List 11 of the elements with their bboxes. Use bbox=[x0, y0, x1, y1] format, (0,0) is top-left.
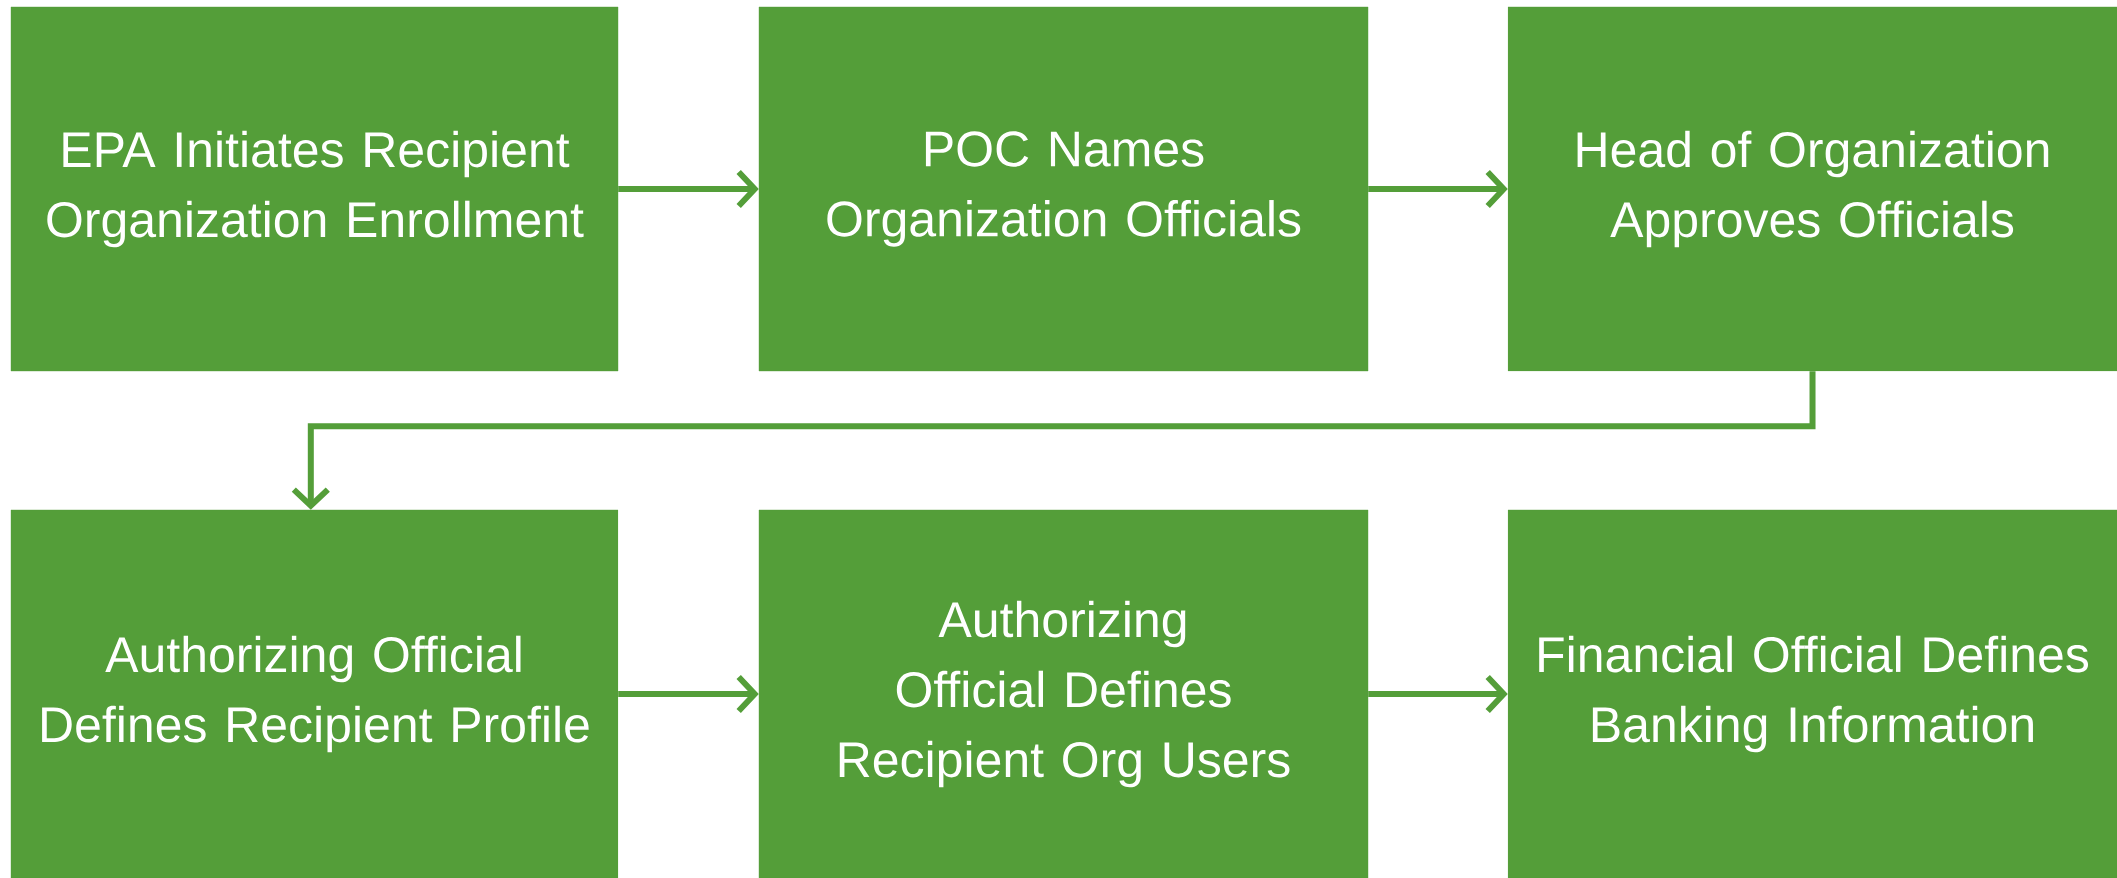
process-box: EPA Initiates Recipient Organization Enrollment bbox=[10, 6, 619, 372]
process-box: Head of Organization Approves Officials bbox=[1507, 6, 2117, 372]
arrow bbox=[1368, 674, 1508, 714]
arrow bbox=[1368, 169, 1508, 209]
arrow bbox=[291, 371, 1816, 510]
process-box: Financial Official Defines Banking Information bbox=[1507, 509, 2117, 878]
arrow bbox=[618, 169, 759, 209]
process-box: Authorizing Official Defines Recipient Org Users bbox=[758, 509, 1369, 878]
process-box: Authorizing Official Defines Recipient Profile bbox=[10, 509, 619, 878]
process-box: POC Names Organization Officials bbox=[758, 6, 1369, 372]
arrow bbox=[618, 674, 759, 714]
